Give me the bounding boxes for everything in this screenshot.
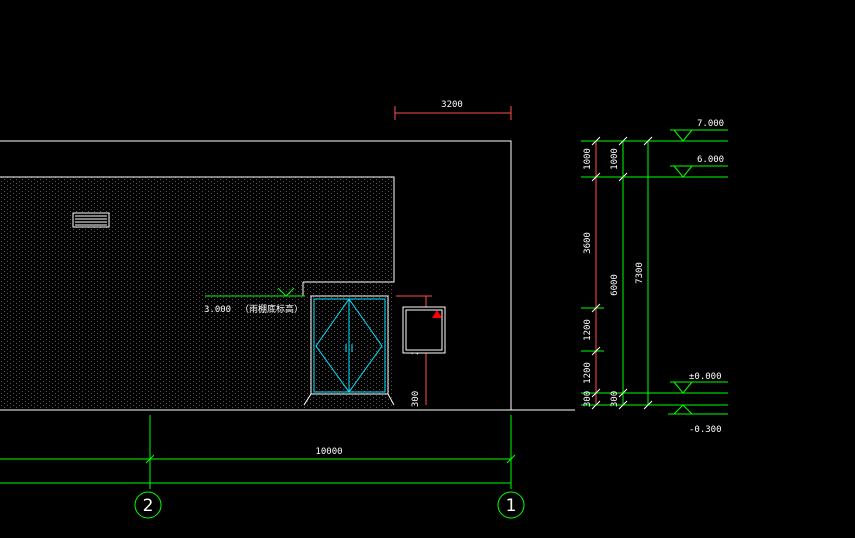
double-door xyxy=(310,295,389,395)
level-ground: ±0.000 xyxy=(689,372,722,382)
axis-bubble-1: 1 xyxy=(497,491,525,519)
door-step-label: 300 xyxy=(411,391,421,407)
axis-bubble-2: 2 xyxy=(134,491,162,519)
level-marker-top: 7.000 xyxy=(670,119,728,142)
dim-col1-1000: 1000 xyxy=(583,148,593,170)
dim-col1-1200b: 1200 xyxy=(583,362,593,384)
building-outline xyxy=(0,140,575,411)
top-dimension-label: 3200 xyxy=(441,100,463,110)
wall-hatch xyxy=(0,176,395,409)
level-marker-outdoor: -0.300 xyxy=(673,404,722,435)
dim-total-7300: 7300 xyxy=(635,262,645,284)
level-top: 7.000 xyxy=(697,119,724,129)
level-outdoor: -0.300 xyxy=(689,425,722,435)
bottom-dimension-label: 10000 xyxy=(315,447,342,457)
right-dimensions xyxy=(581,136,728,415)
hydrant-cabinet xyxy=(402,306,446,354)
louver-vent xyxy=(72,212,110,228)
dim-col2-300: 300 xyxy=(610,391,620,407)
level-marker-ground: ±0.000 xyxy=(670,372,728,394)
dim-col1-300: 300 xyxy=(583,391,593,407)
axis-label-2: 2 xyxy=(143,496,154,516)
axis-label-1: 1 xyxy=(506,496,517,516)
dim-col1-1200a: 1200 xyxy=(583,319,593,341)
canopy-level-marker: 3.000 （雨棚底标高） xyxy=(204,287,305,315)
level-marker-eave: 6.000 xyxy=(670,155,728,178)
top-dimension xyxy=(394,106,512,120)
bottom-dimension xyxy=(0,415,516,489)
level-eave: 6.000 xyxy=(697,155,724,165)
door-step xyxy=(303,393,395,406)
dim-col2-1000: 1000 xyxy=(610,148,620,170)
canopy-level-value: 3.000 xyxy=(204,305,231,315)
dim-col1-3600: 3600 xyxy=(583,232,593,254)
dim-col2-6000: 6000 xyxy=(610,274,620,296)
canopy-level-note: （雨棚底标高） xyxy=(240,303,303,315)
